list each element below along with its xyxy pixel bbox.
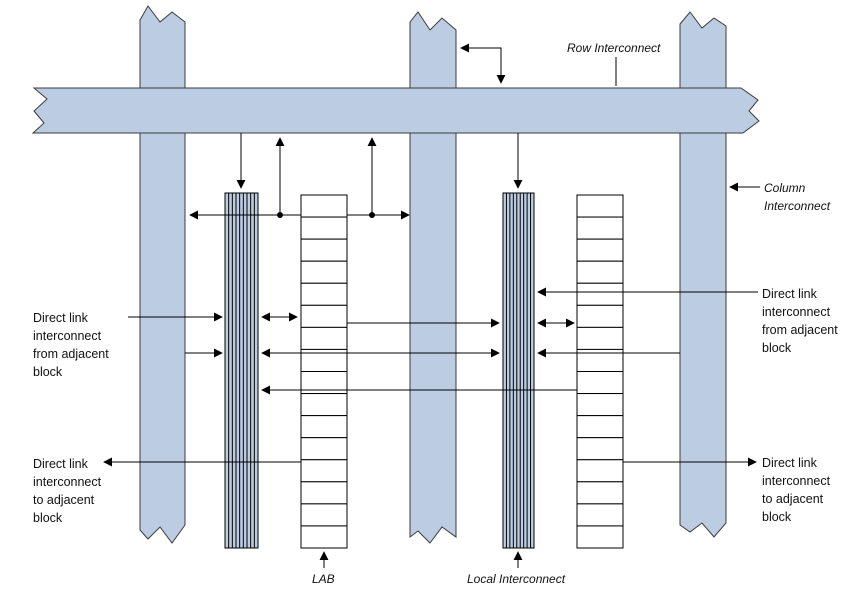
column-row-bidirectional-arrow	[460, 43, 506, 84]
lab-cell	[300, 304, 348, 328]
local-interconnect-bar	[502, 192, 535, 549]
lab-label: LAB	[312, 572, 335, 586]
row-interconnect	[31, 87, 760, 134]
lab-cell	[300, 216, 348, 240]
lab-cell	[576, 503, 624, 527]
lab-cell	[576, 525, 624, 549]
column-interconnect-right	[679, 11, 727, 538]
lab-cell	[300, 503, 348, 527]
lab-cell	[300, 260, 348, 284]
direct-link-from-right-label: Direct link interconnect from adjacent b…	[762, 287, 841, 355]
junction-dot	[277, 212, 283, 218]
column-interconnect-label: Column Interconnect	[764, 181, 831, 213]
lab-cell	[300, 459, 348, 483]
lab-cell	[300, 415, 348, 439]
lab-cell	[576, 260, 624, 284]
lab-cell	[300, 282, 348, 306]
column-interconnect-middle	[409, 11, 457, 544]
direct-link-from-left-label: Direct link interconnect from adjacent b…	[33, 311, 112, 379]
lab-cell	[300, 481, 348, 505]
lab-cell	[576, 238, 624, 262]
lab-cell	[300, 194, 348, 218]
lab-cell	[576, 216, 624, 240]
lab-cell	[576, 326, 624, 350]
lab-cell	[576, 371, 624, 395]
lab-cell	[576, 415, 624, 439]
local-interconnect-bar	[224, 192, 259, 549]
lab-cell	[300, 326, 348, 350]
lab-cell	[576, 194, 624, 218]
lab-cell	[576, 437, 624, 461]
lab-cell	[300, 525, 348, 549]
lab-cell	[576, 393, 624, 417]
lab-cell	[576, 282, 624, 306]
lab-cell	[576, 481, 624, 505]
local-interconnect-label: Local Interconnect	[467, 572, 566, 586]
junction-dot	[369, 212, 375, 218]
direct-link-to-left-label: Direct link interconnect to adjacent blo…	[33, 457, 105, 525]
lab-cell	[300, 393, 348, 417]
column-interconnect-left	[139, 5, 186, 544]
lab-cell	[300, 238, 348, 262]
local-interconnect-left	[224, 192, 259, 549]
row-interconnect-label: Row Interconnect	[567, 41, 661, 55]
local-interconnect-right	[502, 192, 535, 549]
lab-cell	[300, 437, 348, 461]
lab-right	[576, 194, 624, 549]
lab-cell	[576, 304, 624, 328]
lab-cell	[576, 459, 624, 483]
lab-left	[300, 194, 348, 549]
direct-link-to-right-label: Direct link interconnect to adjacent blo…	[762, 456, 834, 524]
